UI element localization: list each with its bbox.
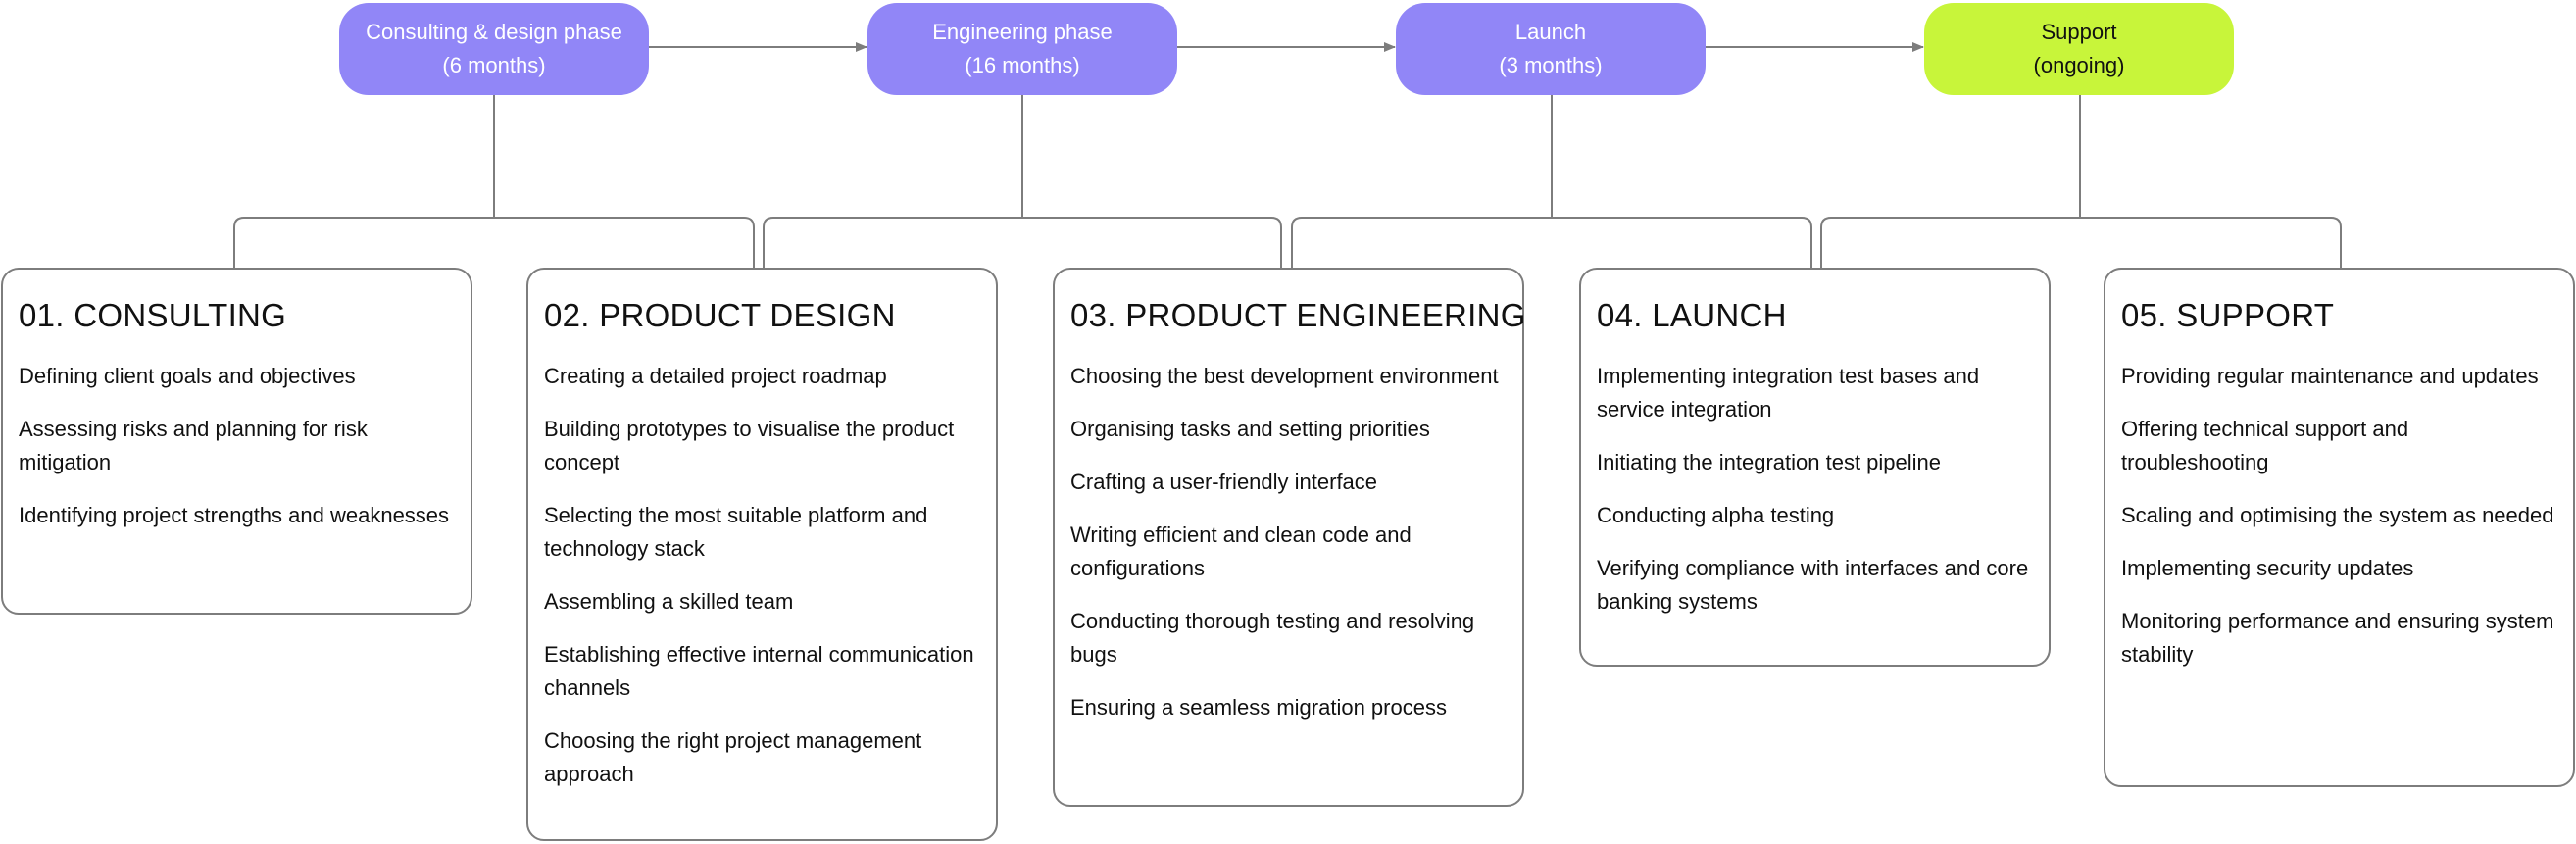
list-item: Conducting thorough testing and resolvin… [1070, 609, 1475, 667]
phase-name: Consulting & design phase [366, 20, 622, 44]
list-item: Implementing integration test bases and … [1597, 364, 1980, 422]
phase-consulting-design: Consulting & design phase (6 months) [339, 3, 649, 95]
card-title: 02. PRODUCT DESIGN [544, 297, 896, 333]
phase-support: Support (ongoing) [1924, 3, 2234, 95]
phase-duration: (16 months) [965, 53, 1080, 77]
card-title: 05. SUPPORT [2121, 297, 2335, 333]
phase-name: Launch [1514, 20, 1587, 44]
list-item: Crafting a user-friendly interface [1070, 470, 1378, 494]
list-item: Providing regular maintenance and update… [2121, 364, 2539, 388]
card-item-list: Creating a detailed project roadmap Buil… [544, 360, 980, 791]
list-item: Writing efficient and clean code and con… [1070, 522, 1412, 580]
card-title: 04. LAUNCH [1597, 297, 1787, 333]
list-item: Implementing security updates [2121, 556, 2414, 580]
card-item-list: Providing regular maintenance and update… [2121, 360, 2557, 671]
card-launch: 04. LAUNCH Implementing integration test… [1579, 268, 2051, 667]
connector-phase-launch [1291, 95, 1812, 268]
phase-launch: Launch (3 months) [1396, 3, 1706, 95]
list-item: Identifying project strengths and weakne… [19, 503, 450, 527]
card-title: 01. CONSULTING [19, 297, 287, 333]
card-item-list: Defining client goals and objectives Ass… [19, 360, 455, 532]
phase-name: Support [2041, 20, 2117, 44]
phase-engineering: Engineering phase (16 months) [867, 3, 1177, 95]
list-item: Scaling and optimising the system as nee… [2121, 503, 2554, 527]
list-item: Selecting the most suitable platform and… [544, 503, 928, 561]
list-item: Offering technical support and troublesh… [2121, 417, 2409, 474]
card-item-list: Choosing the best development environmen… [1070, 360, 1507, 724]
card-title: 03. PRODUCT ENGINEERING [1070, 297, 1526, 333]
list-item: Monitoring performance and ensuring syst… [2121, 609, 2554, 667]
connector-phase-engineering [763, 95, 1282, 268]
list-item: Defining client goals and objectives [19, 364, 356, 388]
list-item: Conducting alpha testing [1597, 503, 1835, 527]
card-product-design: 02. PRODUCT DESIGN Creating a detailed p… [526, 268, 998, 841]
list-item: Creating a detailed project roadmap [544, 364, 887, 388]
card-product-engineering: 03. PRODUCT ENGINEERING Choosing the bes… [1053, 268, 1526, 807]
connector-phase-consulting [233, 95, 755, 268]
phase-duration: (3 months) [1499, 53, 1603, 77]
phase-duration: (6 months) [442, 53, 546, 77]
list-item: Assessing risks and planning for risk mi… [19, 417, 368, 474]
list-item: Assembling a skilled team [544, 589, 794, 614]
phase-duration: (ongoing) [2033, 53, 2125, 77]
list-item: Initiating the integration test pipeline [1597, 450, 1942, 474]
list-item: Ensuring a seamless migration process [1070, 695, 1447, 720]
card-item-list: Implementing integration test bases and … [1597, 360, 2033, 619]
list-item: Organising tasks and setting priorities [1070, 417, 1430, 441]
list-item: Establishing effective internal communic… [544, 642, 974, 700]
list-item: Choosing the best development environmen… [1070, 364, 1499, 388]
list-item: Verifying compliance with interfaces and… [1597, 556, 2029, 614]
list-item: Building prototypes to visualise the pro… [544, 417, 955, 474]
list-item: Choosing the right project management ap… [544, 728, 922, 786]
phase-name: Engineering phase [932, 20, 1113, 44]
card-consulting: 01. CONSULTING Defining client goals and… [1, 268, 472, 615]
connector-phase-support [1820, 95, 2342, 268]
card-support: 05. SUPPORT Providing regular maintenanc… [2104, 268, 2575, 787]
